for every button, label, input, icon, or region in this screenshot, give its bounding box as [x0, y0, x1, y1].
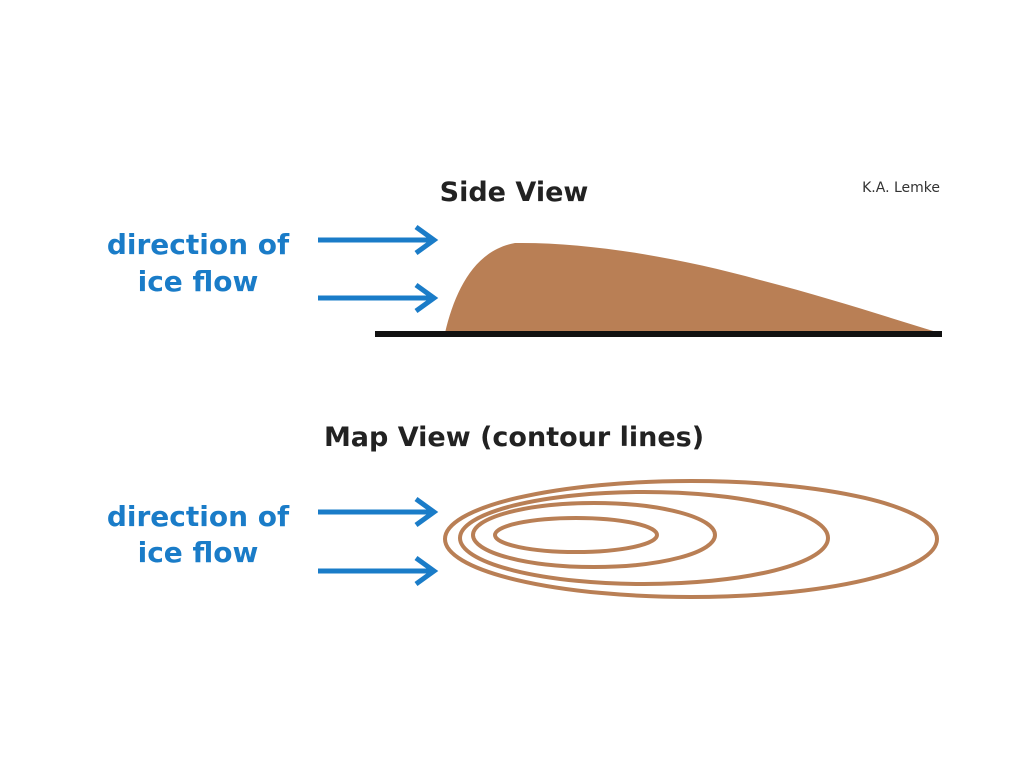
- contour-line-4: [493, 516, 659, 554]
- contour-line-3: [471, 501, 717, 569]
- ice-flow-arrow-icon: [318, 558, 434, 584]
- map-view-label-line2: ice flow: [138, 536, 259, 569]
- ice-flow-arrow-icon: [318, 285, 434, 311]
- ice-flow-arrow-icon: [318, 499, 434, 525]
- side-view-label-line2: ice flow: [138, 265, 259, 298]
- drumlin-profile: [445, 242, 940, 333]
- ice-flow-arrow-icon: [318, 227, 434, 253]
- author-credit: K.A. Lemke: [862, 180, 940, 196]
- contour-line-2: [458, 490, 830, 586]
- side-view-title: Side View: [440, 177, 589, 208]
- contour-line-1: [443, 479, 939, 599]
- side-view-label-line1: direction of: [107, 228, 290, 261]
- map-view-title: Map View (contour lines): [324, 422, 704, 453]
- map-view-label-line1: direction of: [107, 500, 290, 533]
